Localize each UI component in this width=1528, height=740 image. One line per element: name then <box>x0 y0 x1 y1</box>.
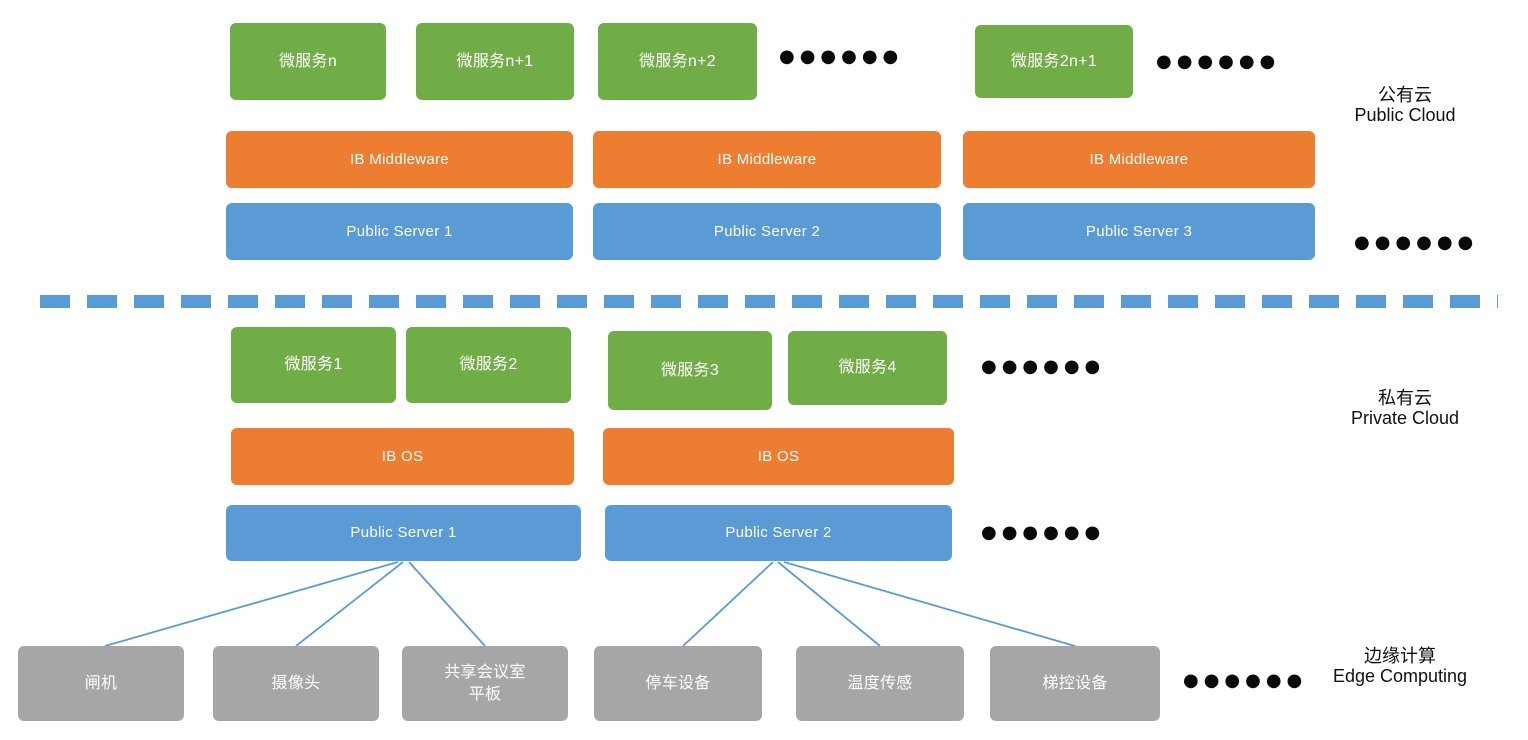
edge-device-label-line1: 共享会议室 <box>444 663 526 681</box>
public-microservice-box: 微服务2n+1 <box>975 25 1133 98</box>
public-server-box: Public Server 1 <box>226 203 573 260</box>
private-server-box: Public Server 1 <box>226 505 581 561</box>
connector-line <box>682 561 774 647</box>
ellipsis-dots: ●●●●●● <box>981 522 1106 543</box>
private-server-box: Public Server 2 <box>605 505 952 561</box>
edge-device-box: 停车设备 <box>594 646 762 721</box>
private-cloud-label-zh: 私有云 <box>1378 388 1432 408</box>
private-microservice-box: 微服务3 <box>608 331 772 410</box>
public-cloud-label-zh: 公有云 <box>1378 85 1432 105</box>
ellipsis-dots: ●●●●●● <box>1183 670 1308 691</box>
edge-device-box: 摄像头 <box>213 646 379 721</box>
section-label-edge-computing: 边缘计算 Edge Computing <box>1300 646 1500 686</box>
public-cloud-label-en: Public Cloud <box>1354 105 1456 125</box>
private-microservice-box: 微服务4 <box>788 331 947 405</box>
private-cloud-label-en: Private Cloud <box>1350 408 1460 428</box>
edge-device-box: 温度传感 <box>796 646 964 721</box>
public-server-box: Public Server 2 <box>593 203 941 260</box>
public-microservice-box: 微服务n+1 <box>416 23 574 100</box>
section-label-public-cloud: 公有云 Public Cloud <box>1310 85 1500 125</box>
private-microservice-box: 微服务2 <box>406 327 571 403</box>
cloud-boundary-dashed-line <box>40 295 1498 308</box>
ib-os-box: IB OS <box>231 428 574 485</box>
private-microservice-box: 微服务1 <box>231 327 396 403</box>
ellipsis-dots: ●●●●●● <box>1354 232 1479 253</box>
connector-line <box>777 561 881 647</box>
public-server-box: Public Server 3 <box>963 203 1315 260</box>
edge-device-label-line2: 平板 <box>468 685 502 703</box>
ellipsis-dots: ●●●●●● <box>779 46 904 67</box>
ellipsis-dots: ●●●●●● <box>1156 51 1281 72</box>
edge-device-box: 闸机 <box>18 646 184 721</box>
edge-label-zh: 边缘计算 <box>1364 646 1436 666</box>
section-label-private-cloud: 私有云 Private Cloud <box>1310 388 1500 428</box>
edge-device-box: 梯控设备 <box>990 646 1160 721</box>
public-microservice-box: 微服务n <box>230 23 386 100</box>
ib-middleware-box: IB Middleware <box>593 131 941 188</box>
ib-middleware-box: IB Middleware <box>226 131 573 188</box>
connector-line <box>104 561 399 647</box>
connector-line <box>295 561 404 647</box>
edge-device-box: 共享会议室 平板 <box>402 646 568 721</box>
connector-line <box>408 561 486 647</box>
ib-os-box: IB OS <box>603 428 954 485</box>
public-microservice-box: 微服务n+2 <box>598 23 757 100</box>
edge-label-en: Edge Computing <box>1332 666 1468 686</box>
ellipsis-dots: ●●●●●● <box>981 356 1106 377</box>
connector-line <box>783 561 1076 647</box>
ib-middleware-box: IB Middleware <box>963 131 1315 188</box>
